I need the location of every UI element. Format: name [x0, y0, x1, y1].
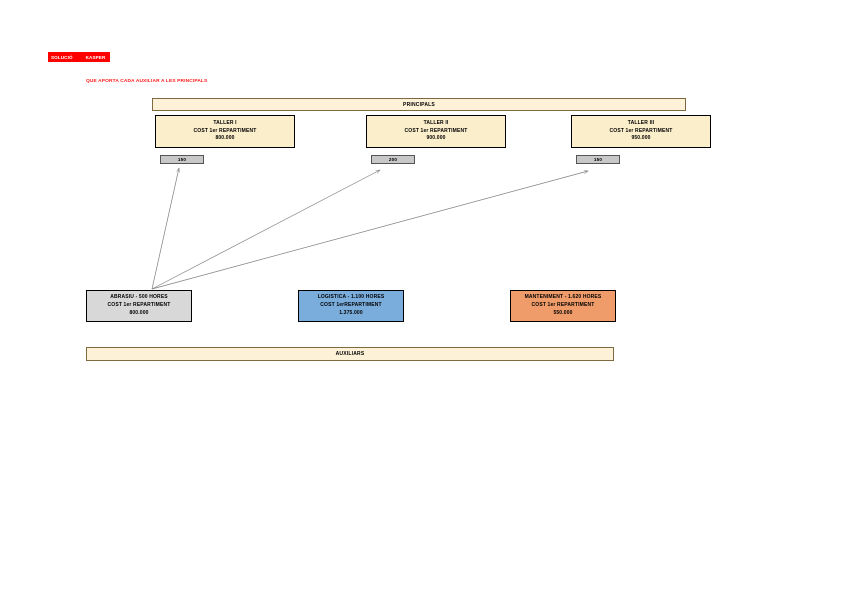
- principal-name: TALLER II: [423, 119, 449, 126]
- principal-box-taller-3[interactable]: TALLER III COST 1er REPARTIMENT 950.000: [571, 115, 711, 148]
- allocation-chip-value: 150: [593, 157, 603, 162]
- auxiliary-amount: 1.375.000: [339, 309, 363, 316]
- arrow-abrasiu-to-taller-2: [151, 169, 380, 290]
- allocation-chip-value: 150: [177, 157, 187, 162]
- principal-cost-label: COST 1er REPARTIMENT: [404, 127, 468, 134]
- principal-amount: 950.000: [631, 135, 651, 142]
- solution-title-badge: SOLUCIÓ KASPER: [48, 52, 110, 62]
- section-header-auxiliars: AUXILIARS: [86, 347, 614, 361]
- diagram-subtitle: QUE APORTA CADA AUXILIAR A LES PRINCIPAL…: [86, 79, 208, 84]
- auxiliary-name: ABRASIU - 500 HORES: [110, 294, 168, 301]
- principal-name: TALLER I: [213, 119, 237, 126]
- auxiliary-amount: 550.000: [553, 309, 573, 316]
- principal-amount: 800.000: [215, 135, 235, 142]
- principal-amount: 900.000: [426, 135, 446, 142]
- principal-box-taller-1[interactable]: TALLER I COST 1er REPARTIMENT 800.000: [155, 115, 295, 148]
- auxiliary-cost-label: COST 1erREPARTIMENT: [320, 302, 382, 309]
- principal-box-taller-2[interactable]: TALLER II COST 1er REPARTIMENT 900.000: [366, 115, 506, 148]
- section-header-auxiliars-label: AUXILIARS: [335, 351, 365, 357]
- principal-cost-label: COST 1er REPARTIMENT: [193, 127, 257, 134]
- auxiliary-cost-label: COST 1er REPARTIMENT: [531, 302, 595, 309]
- principal-name: TALLER III: [627, 119, 655, 126]
- section-header-principals: PRINCIPALS: [152, 98, 686, 111]
- author-label: KASPER: [85, 54, 106, 60]
- arrow-abrasiu-to-taller-1: [151, 168, 179, 290]
- allocation-chip-taller-3[interactable]: 150: [576, 155, 620, 164]
- auxiliary-box-abrasiu[interactable]: ABRASIU - 500 HORES COST 1er REPARTIMENT…: [86, 290, 192, 322]
- auxiliary-box-manteniment[interactable]: MANTENIMENT - 1.620 HORES COST 1er REPAR…: [510, 290, 616, 322]
- arrow-abrasiu-to-taller-3: [151, 171, 588, 290]
- allocation-chip-value: 200: [388, 157, 398, 162]
- auxiliary-name: MANTENIMENT - 1.620 HORES: [524, 294, 602, 301]
- auxiliary-amount: 800.000: [129, 309, 149, 316]
- principal-cost-label: COST 1er REPARTIMENT: [609, 127, 673, 134]
- allocation-chip-taller-1[interactable]: 150: [160, 155, 204, 164]
- auxiliary-name: LOGISTICA - 1.100 HORES: [317, 294, 385, 301]
- auxiliary-box-logistica[interactable]: LOGISTICA - 1.100 HORES COST 1erREPARTIM…: [298, 290, 404, 322]
- allocation-chip-taller-2[interactable]: 200: [371, 155, 415, 164]
- section-header-principals-label: PRINCIPALS: [403, 101, 435, 108]
- solution-label: SOLUCIÓ: [51, 54, 73, 60]
- auxiliary-cost-label: COST 1er REPARTIMENT: [107, 302, 171, 309]
